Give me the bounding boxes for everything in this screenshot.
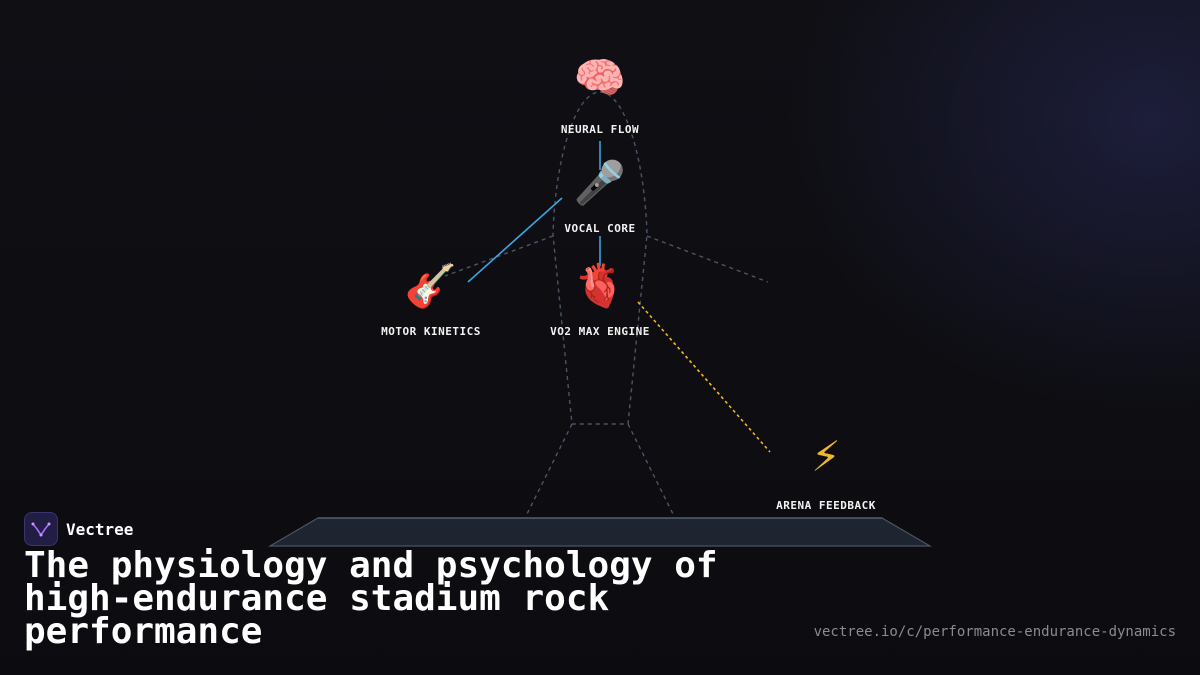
node-label-neural-flow: NEURAL FLOW: [560, 123, 640, 136]
silhouette-left-leg: [525, 423, 573, 517]
microphone-icon: 🎤: [573, 158, 627, 207]
silhouette-right-arm: [646, 235, 769, 283]
node-label-vocal-core: VOCAL CORE: [564, 222, 636, 235]
body-silhouette: [552, 91, 648, 425]
connector-vocal-to-motor: [467, 197, 563, 283]
brain-icon: 🧠: [573, 53, 627, 102]
brand: Vectree: [24, 512, 133, 546]
source-url[interactable]: vectree.io/c/performance-endurance-dynam…: [813, 624, 1176, 640]
node-label-arena-feedback: ARENA FEEDBACK: [776, 499, 876, 512]
node-label-vo2-max-engine: VO2 MAX ENGINE: [550, 325, 650, 338]
anatomical-heart-icon: 🫀: [573, 261, 627, 310]
lightning-icon: ⚡: [811, 427, 841, 483]
silhouette-left-arm: [444, 235, 554, 277]
vectree-logo-icon: [24, 512, 58, 546]
stage-platform: [267, 517, 933, 547]
brand-name: Vectree: [66, 519, 134, 539]
guitar-icon: 🎸: [404, 261, 458, 310]
node-label-motor-kinetics: MOTOR KINETICS: [381, 325, 481, 338]
page-title: The physiology and psychology of high-en…: [24, 545, 718, 652]
silhouette-right-leg: [627, 423, 675, 517]
vectree-logo-mark: [31, 522, 51, 537]
